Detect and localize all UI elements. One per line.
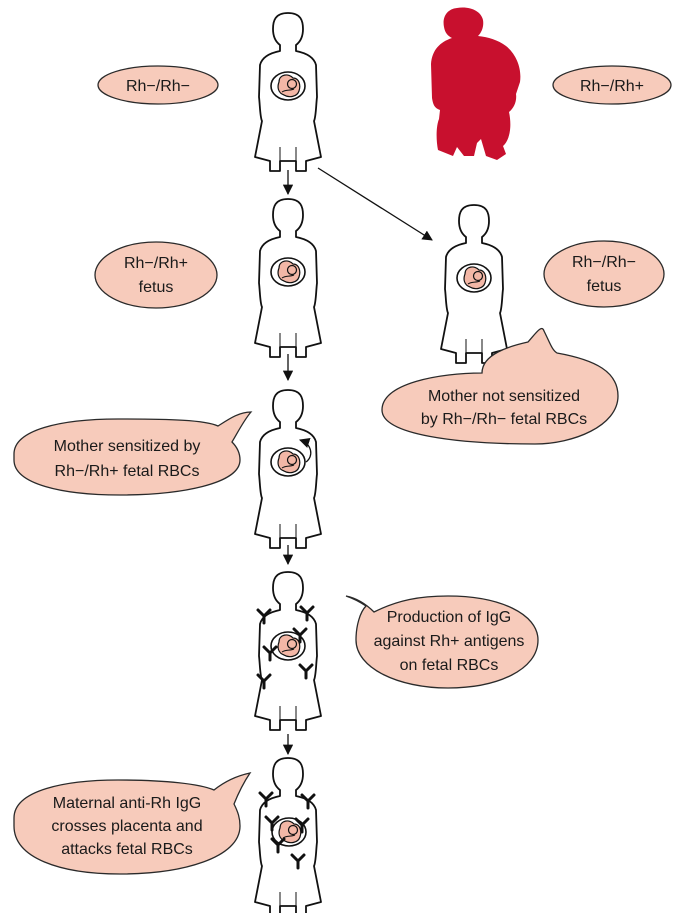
- svg-text:Rh−/Rh+: Rh−/Rh+: [580, 78, 644, 95]
- svg-text:Rh−/Rh+ fetal RBCs: Rh−/Rh+ fetal RBCs: [55, 463, 200, 480]
- mother-sensitized: [254, 389, 322, 549]
- svg-text:Maternal anti-Rh IgG: Maternal anti-Rh IgG: [53, 795, 202, 812]
- svg-text:crosses placenta and: crosses placenta and: [51, 818, 202, 835]
- label-mother-genotype: Rh−/Rh−: [97, 65, 219, 105]
- mother-figure: [254, 12, 322, 172]
- svg-text:Production of IgG: Production of IgG: [387, 609, 512, 626]
- mother-igg-attack: [254, 757, 322, 913]
- father-silhouette: [431, 7, 521, 160]
- svg-text:against Rh+ antigens: against Rh+ antigens: [374, 633, 525, 650]
- svg-text:attacks fetal RBCs: attacks fetal RBCs: [61, 841, 193, 858]
- svg-text:on fetal RBCs: on fetal RBCs: [400, 657, 499, 674]
- callout-mother-not-sensitized: Mother not sensitized by Rh−/Rh− fetal R…: [381, 327, 619, 445]
- callout-maternal-igg-attack: Maternal anti-Rh IgG crosses placenta an…: [13, 772, 252, 875]
- svg-text:Mother not sensitized: Mother not sensitized: [428, 388, 580, 405]
- label-fetus-rh-positive: Rh−/Rh+ fetus: [94, 241, 218, 309]
- svg-text:Rh−/Rh+: Rh−/Rh+: [124, 255, 188, 272]
- arrow-to-rh-negative-pregnancy: [317, 167, 433, 241]
- svg-text:Rh−/Rh−: Rh−/Rh−: [572, 254, 636, 271]
- svg-text:Rh−/Rh−: Rh−/Rh−: [126, 78, 190, 95]
- svg-text:fetus: fetus: [587, 278, 622, 295]
- svg-text:fetus: fetus: [139, 279, 174, 296]
- mother-rh-negative-fetus: [440, 204, 508, 364]
- mother-igg-production: [254, 571, 322, 731]
- mother-rh-positive-fetus: [254, 198, 322, 358]
- callout-mother-sensitized: Mother sensitized by Rh−/Rh+ fetal RBCs: [13, 411, 253, 496]
- rbc-transfer-arrow: [299, 438, 312, 463]
- callout-igg-production: Production of IgG against Rh+ antigens o…: [345, 595, 539, 689]
- label-father-genotype: Rh−/Rh+: [552, 65, 672, 105]
- label-fetus-rh-negative: Rh−/Rh− fetus: [543, 240, 665, 308]
- svg-text:by Rh−/Rh− fetal RBCs: by Rh−/Rh− fetal RBCs: [421, 411, 587, 428]
- svg-text:Mother sensitized by: Mother sensitized by: [54, 438, 201, 455]
